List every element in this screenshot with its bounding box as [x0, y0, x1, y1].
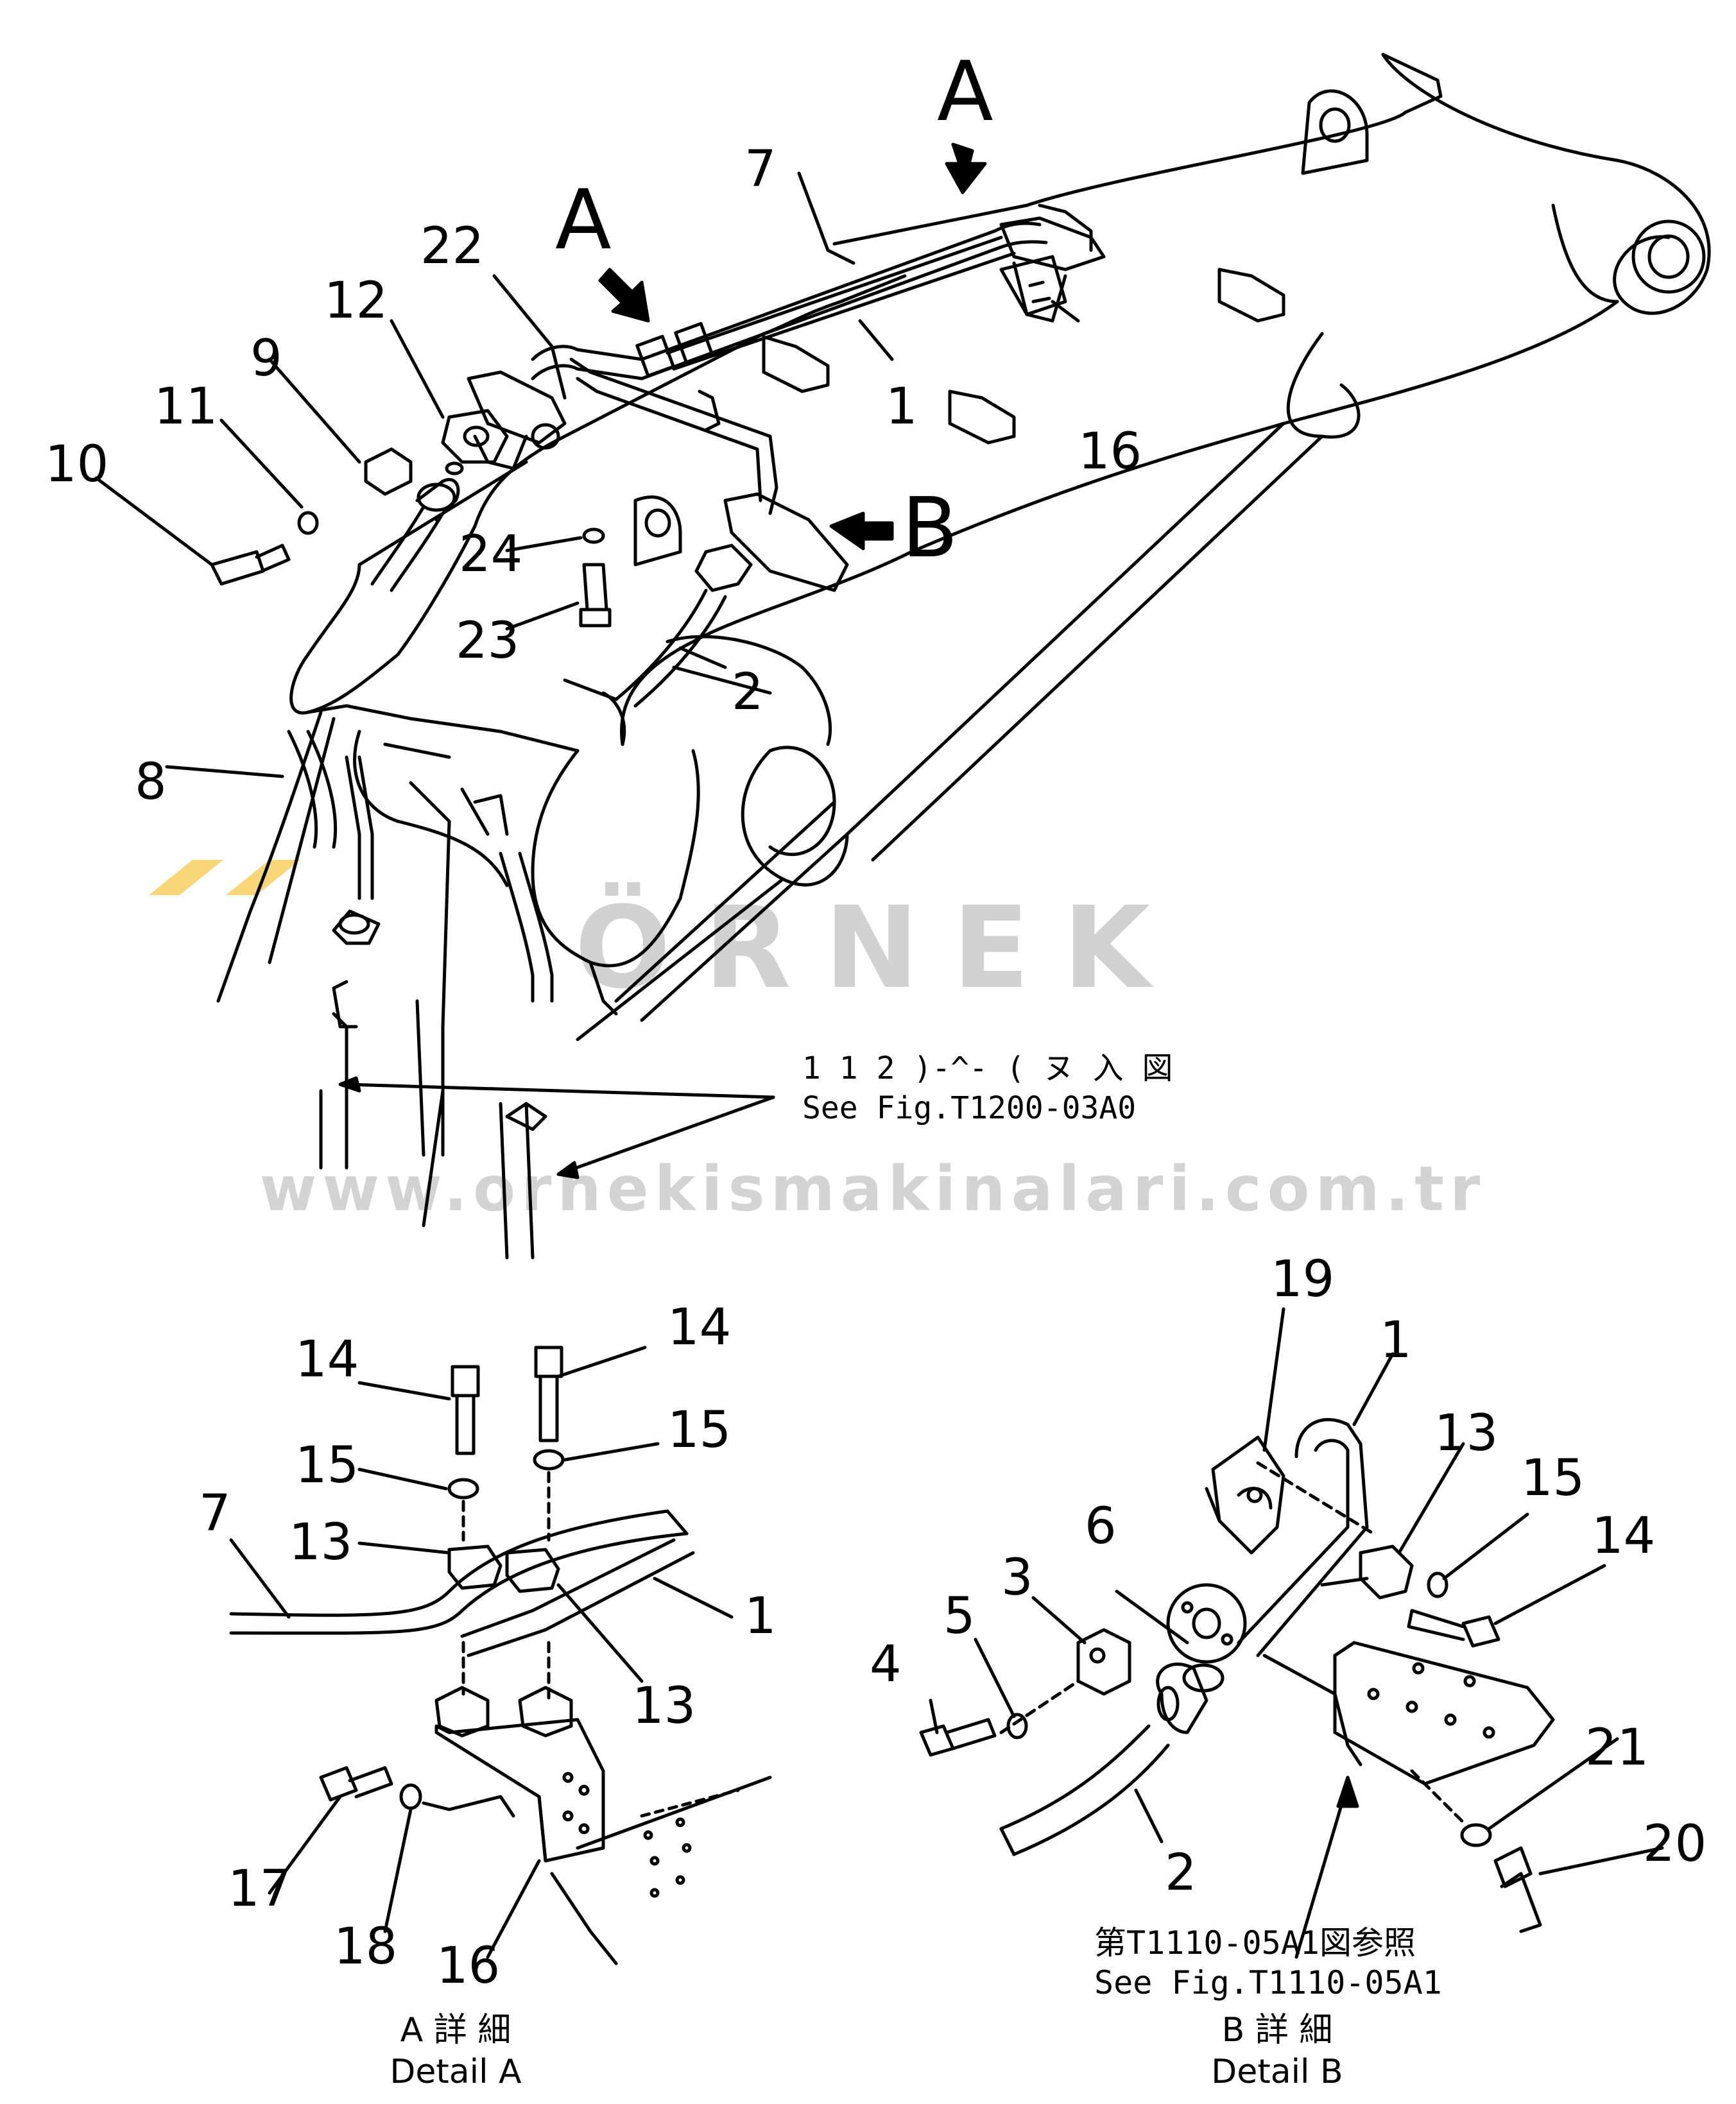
callout-9: 9 [250, 330, 282, 388]
callout-24: 24 [459, 526, 523, 583]
watermark-url: www.ornekismakinalari.com.tr [259, 1153, 1486, 1225]
callout-7: 7 [744, 141, 777, 198]
detail-a-callout-16: 16 [436, 1937, 501, 1995]
callout-2: 2 [732, 663, 764, 721]
callout-16: 16 [1078, 423, 1142, 481]
detail-a-callout-18: 18 [334, 1918, 398, 1976]
ref-t1200-jp: 1 1 2 )-^- ( ヌ 入 図 [802, 1050, 1173, 1086]
view-marker-b: B [902, 481, 958, 576]
callout-23: 23 [456, 612, 520, 670]
detail-b-callout-6: 6 [1085, 1498, 1117, 1555]
callout-10: 10 [45, 436, 109, 493]
watermark-brand: ÖRNEK [574, 882, 1184, 1014]
ref-t1200-en: See Fig.T1200-03A0 [802, 1090, 1137, 1126]
detail-b-callout-21: 21 [1585, 1719, 1649, 1777]
detail-a-callout-15-right: 15 [667, 1401, 732, 1459]
detail-b-caption-en: Detail B [1211, 2053, 1343, 2091]
detail-a-callout-14-right: 14 [667, 1299, 732, 1356]
view-marker-a-upper: A [937, 44, 993, 140]
detail-a-callout-1: 1 [744, 1587, 777, 1645]
detail-a-caption-jp: A 詳 細 [400, 2011, 511, 2049]
detail-b-callout-2: 2 [1165, 1844, 1197, 1902]
detail-a-callout-15-left: 15 [295, 1437, 359, 1494]
detail-a-callout-7: 7 [199, 1485, 231, 1543]
detail-b-callout-19: 19 [1271, 1251, 1335, 1308]
ref-t1110-en: See Fig.T1110-05A1 [1094, 1964, 1442, 2001]
detail-a-callout-13-left: 13 [289, 1514, 353, 1571]
detail-b-callout-3: 3 [1001, 1549, 1033, 1607]
detail-b-callout-14: 14 [1592, 1507, 1656, 1565]
callout-11: 11 [154, 378, 218, 436]
ref-t1110-jp: 第T1110-05A1図参照 [1094, 1924, 1416, 1962]
view-marker-a-lower: A [555, 173, 612, 268]
detail-a-callout-17: 17 [228, 1860, 292, 1918]
callout-1: 1 [886, 378, 918, 436]
detail-b-callout-20: 20 [1643, 1815, 1707, 1873]
detail-a-callout-13-right: 13 [632, 1677, 696, 1735]
detail-b-callout-15: 15 [1521, 1450, 1585, 1507]
detail-a-callout-14-left: 14 [295, 1331, 359, 1389]
detail-b-callout-1: 1 [1380, 1312, 1412, 1369]
detail-b-callout-13: 13 [1434, 1405, 1499, 1462]
detail-b-callout-4: 4 [870, 1636, 902, 1693]
detail-b-callout-5: 5 [943, 1587, 975, 1645]
callout-22: 22 [420, 218, 485, 275]
callout-8: 8 [135, 753, 167, 811]
detail-b-caption-jp: B 詳 細 [1221, 2011, 1333, 2049]
callout-12: 12 [324, 272, 388, 330]
detail-a-caption-en: Detail A [390, 2053, 522, 2091]
